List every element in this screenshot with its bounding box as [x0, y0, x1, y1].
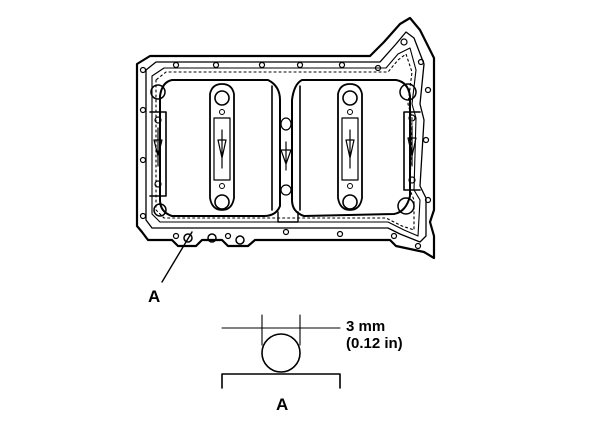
left-cavity: [159, 79, 281, 217]
corner-bosses: [150, 83, 417, 245]
callout-label-a: A: [148, 287, 160, 306]
detail-label-a: A: [276, 395, 288, 414]
callout-leader: [161, 231, 193, 283]
bearing-cap-right: [337, 83, 363, 211]
right-cavity: [291, 79, 411, 217]
bead-detail: [221, 314, 341, 389]
end-journal-right: [403, 111, 421, 191]
oil-pan-outline: [135, 16, 436, 260]
end-journal-left: [149, 111, 167, 197]
dimension-imperial: (0.12 in): [346, 335, 403, 352]
dimension-metric: 3 mm: [346, 318, 385, 335]
flange-bolt-holes: [139, 38, 432, 250]
center-divider: [271, 85, 301, 223]
bearing-cap-left: [209, 83, 235, 211]
